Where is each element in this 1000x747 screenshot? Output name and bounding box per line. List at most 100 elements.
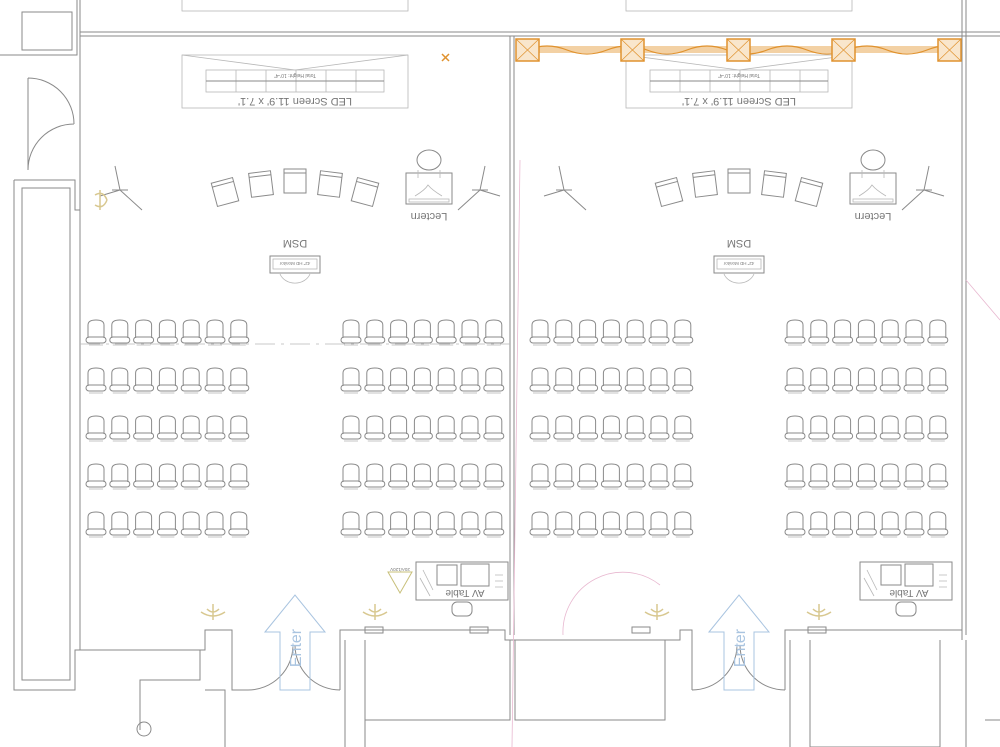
audience-chair[interactable] (109, 319, 131, 346)
audience-chair[interactable] (411, 511, 433, 538)
audience-chair[interactable] (156, 511, 178, 538)
audience-chair[interactable] (204, 463, 226, 490)
av-table[interactable]: AV Table (859, 561, 953, 617)
audience-chair[interactable] (648, 319, 670, 346)
panel-chair[interactable] (654, 176, 684, 208)
audience-chair[interactable] (927, 511, 949, 538)
audience-chair[interactable] (435, 511, 457, 538)
audience-chair[interactable] (927, 367, 949, 394)
audience-chair[interactable] (435, 415, 457, 442)
audience-chair[interactable] (624, 415, 646, 442)
audience-chair[interactable] (459, 415, 481, 442)
audience-chair[interactable] (228, 463, 250, 490)
audience-chair[interactable] (228, 367, 250, 394)
audience-chair[interactable] (553, 319, 575, 346)
audience-chair[interactable] (109, 511, 131, 538)
audience-chair[interactable] (648, 415, 670, 442)
audience-chair[interactable] (855, 367, 877, 394)
audience-chair[interactable] (180, 319, 202, 346)
audience-chair[interactable] (364, 511, 386, 538)
led-screen[interactable]: Total Height: 10'-4"LED Screen 11.9' x 7… (625, 54, 853, 109)
audience-chair[interactable] (85, 319, 107, 346)
audience-chair[interactable] (228, 319, 250, 346)
audience-chair[interactable] (483, 463, 505, 490)
audience-chair[interactable] (784, 511, 806, 538)
audience-chair[interactable] (483, 511, 505, 538)
audience-chair[interactable] (553, 463, 575, 490)
panel-chair[interactable] (283, 168, 307, 194)
audience-chair[interactable] (388, 415, 410, 442)
audience-chair[interactable] (672, 415, 694, 442)
audience-chair[interactable] (903, 367, 925, 394)
audience-chair[interactable] (577, 319, 599, 346)
audience-chair[interactable] (204, 415, 226, 442)
audience-chair[interactable] (85, 415, 107, 442)
audience-chair[interactable] (784, 463, 806, 490)
audience-chair[interactable] (927, 319, 949, 346)
audience-chair[interactable] (364, 367, 386, 394)
audience-chair[interactable] (879, 319, 901, 346)
audience-chair[interactable] (624, 463, 646, 490)
truss-rig[interactable] (515, 38, 962, 62)
audience-chair[interactable] (204, 367, 226, 394)
audience-chair[interactable] (808, 415, 830, 442)
audience-chair[interactable] (903, 511, 925, 538)
panel-chair[interactable] (210, 176, 240, 208)
audience-chair[interactable] (364, 319, 386, 346)
panel-chair[interactable] (248, 170, 274, 198)
audience-chair[interactable] (808, 319, 830, 346)
audience-chair[interactable] (784, 367, 806, 394)
audience-chair[interactable] (600, 367, 622, 394)
audience-chair[interactable] (855, 511, 877, 538)
audience-chair[interactable] (600, 463, 622, 490)
audience-chair[interactable] (648, 511, 670, 538)
audience-chair[interactable] (411, 415, 433, 442)
audience-chair[interactable] (180, 415, 202, 442)
audience-chair[interactable] (459, 319, 481, 346)
panel-chair[interactable] (727, 168, 751, 194)
audience-chair[interactable] (340, 463, 362, 490)
audience-chair[interactable] (180, 463, 202, 490)
audience-chair[interactable] (553, 511, 575, 538)
audience-chair[interactable] (435, 463, 457, 490)
audience-chair[interactable] (340, 415, 362, 442)
audience-chair[interactable] (903, 319, 925, 346)
panel-chair[interactable] (317, 170, 343, 198)
audience-chair[interactable] (411, 319, 433, 346)
audience-chair[interactable] (553, 367, 575, 394)
audience-chair[interactable] (879, 367, 901, 394)
audience-chair[interactable] (903, 463, 925, 490)
audience-chair[interactable] (109, 415, 131, 442)
audience-chair[interactable] (204, 319, 226, 346)
truss-block[interactable] (726, 38, 751, 62)
audience-chair[interactable] (204, 511, 226, 538)
audience-chair[interactable] (927, 463, 949, 490)
speaker-tripod[interactable] (99, 165, 143, 211)
audience-chair[interactable] (133, 415, 155, 442)
audience-chair[interactable] (855, 319, 877, 346)
audience-chair[interactable] (156, 319, 178, 346)
audience-chair[interactable] (85, 367, 107, 394)
audience-chair[interactable] (879, 511, 901, 538)
audience-chair[interactable] (784, 415, 806, 442)
audience-chair[interactable] (483, 367, 505, 394)
audience-chair[interactable] (879, 463, 901, 490)
audience-chair[interactable] (133, 463, 155, 490)
audience-chair[interactable] (156, 415, 178, 442)
audience-chair[interactable] (808, 511, 830, 538)
audience-chair[interactable] (483, 415, 505, 442)
audience-chair[interactable] (109, 463, 131, 490)
audience-chair[interactable] (388, 511, 410, 538)
audience-chair[interactable] (808, 463, 830, 490)
audience-chair[interactable] (459, 463, 481, 490)
audience-chair[interactable] (855, 415, 877, 442)
audience-chair[interactable] (388, 463, 410, 490)
audience-chair[interactable] (529, 463, 551, 490)
speaker-tripod[interactable] (901, 165, 945, 211)
audience-chair[interactable] (85, 463, 107, 490)
audience-chair[interactable] (411, 367, 433, 394)
audience-chair[interactable] (832, 463, 854, 490)
audience-chair[interactable] (832, 415, 854, 442)
panel-chair[interactable] (692, 170, 718, 198)
